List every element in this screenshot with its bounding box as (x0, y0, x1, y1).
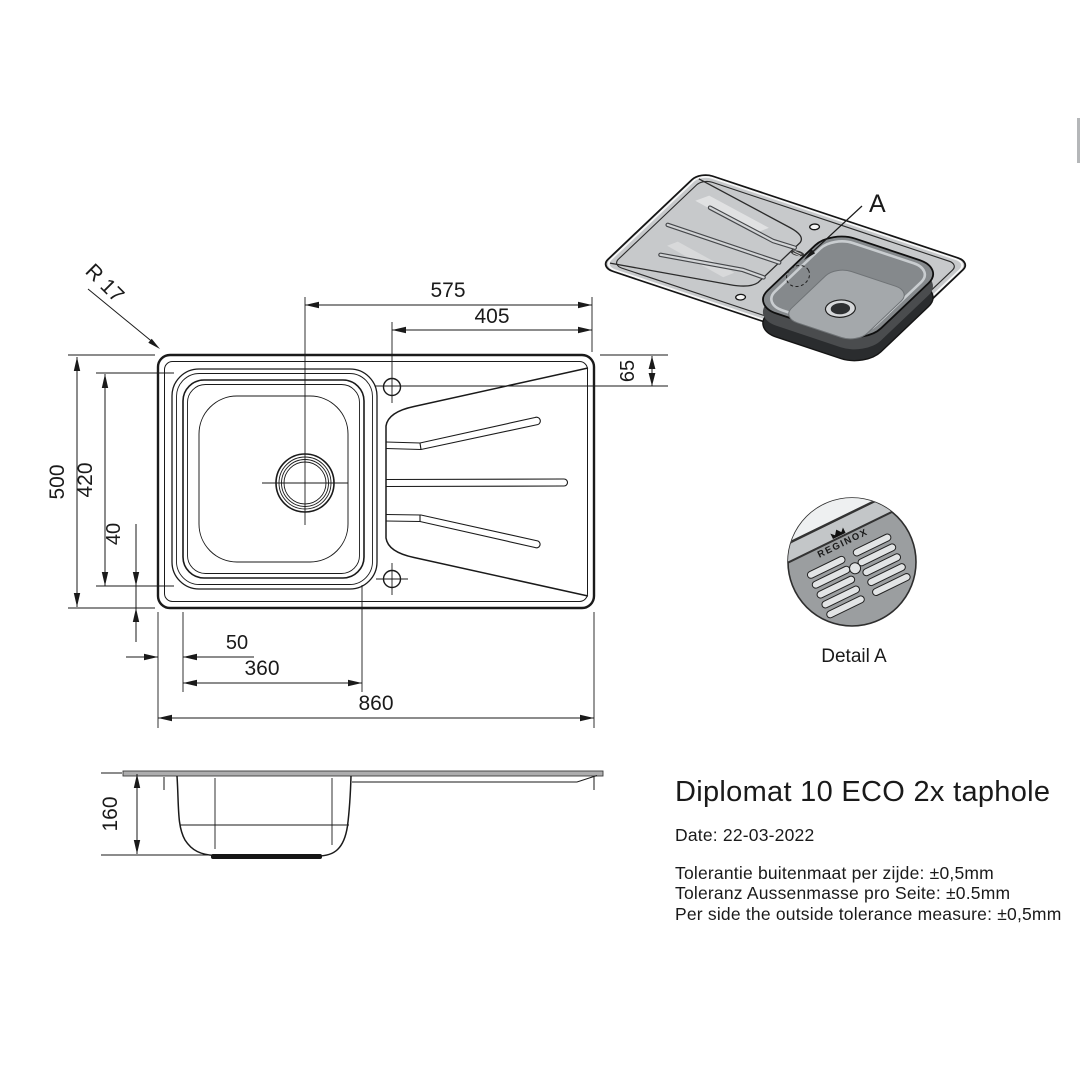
plan-view (156, 353, 596, 610)
dim-405: 405 (474, 305, 509, 328)
dim-50: 50 (226, 632, 248, 654)
bowl-opening-inner (187, 384, 360, 574)
side-top-slab (122, 770, 604, 777)
dim-40: 40 (103, 523, 125, 545)
iso-glare-2 (667, 241, 735, 278)
product-title: Diplomat 10 ECO 2x taphole (675, 776, 1050, 808)
drainer-grooves (385, 416, 569, 549)
taphole-bottom (376, 563, 408, 595)
side-underside (352, 775, 598, 783)
callout-leader (805, 205, 863, 259)
sink-inner-rim (164, 361, 588, 602)
callout-arrowhead (804, 249, 816, 260)
bowl-rim-inner (176, 373, 373, 585)
dim-160: 160 (99, 796, 122, 831)
dim-420: 420 (74, 462, 97, 497)
dim-500: 500 (46, 464, 69, 499)
iso-taphole-top (808, 223, 821, 231)
detail-source-circle (785, 264, 811, 288)
iso-glare-1 (695, 195, 769, 234)
tolerance-line-en: Per side the outside tolerance measure: … (675, 904, 1062, 924)
bowl-rim-outer (171, 368, 378, 590)
tolerance-line-nl: Tolerantie buitenmaat per zijde: ±0,5mm (675, 863, 994, 883)
side-bowl-bottom (211, 854, 322, 859)
side-bowl-profile (176, 775, 352, 857)
sink-outline (156, 353, 596, 610)
dim-575: 575 (430, 279, 465, 302)
dim-360: 360 (244, 657, 279, 680)
perspective-view: A (591, 118, 1080, 367)
dimension-lines (73, 288, 656, 722)
dim-corner-radius: R 17 (81, 260, 129, 308)
iso-overflow-logo (790, 250, 805, 257)
tolerance-line-de: Toleranz Aussenmasse pro Seite: ±0.5mm (675, 883, 1010, 903)
edge-artifact (1077, 118, 1080, 163)
extension-lines (68, 297, 668, 728)
dim-65: 65 (617, 360, 639, 382)
callout-label: A (869, 190, 886, 218)
iso-drain-hole (830, 302, 851, 315)
drawing-date: Date: 22-03-2022 (675, 825, 814, 845)
crown-icon (830, 527, 846, 540)
side-view: 160 (99, 770, 604, 859)
iso-taphole-bottom (734, 293, 747, 301)
detail-caption: Detail A (821, 646, 887, 667)
title-block: Diplomat 10 ECO 2x taphole Date: 22-03-2… (675, 776, 1062, 924)
iso-grooves (643, 202, 804, 286)
bowl-floor (198, 395, 349, 563)
dim-860: 860 (358, 692, 393, 715)
detail-view: REGINOX Detail A (787, 497, 917, 667)
drainer-boundary (385, 367, 589, 597)
bowl-opening-outer (182, 379, 365, 579)
